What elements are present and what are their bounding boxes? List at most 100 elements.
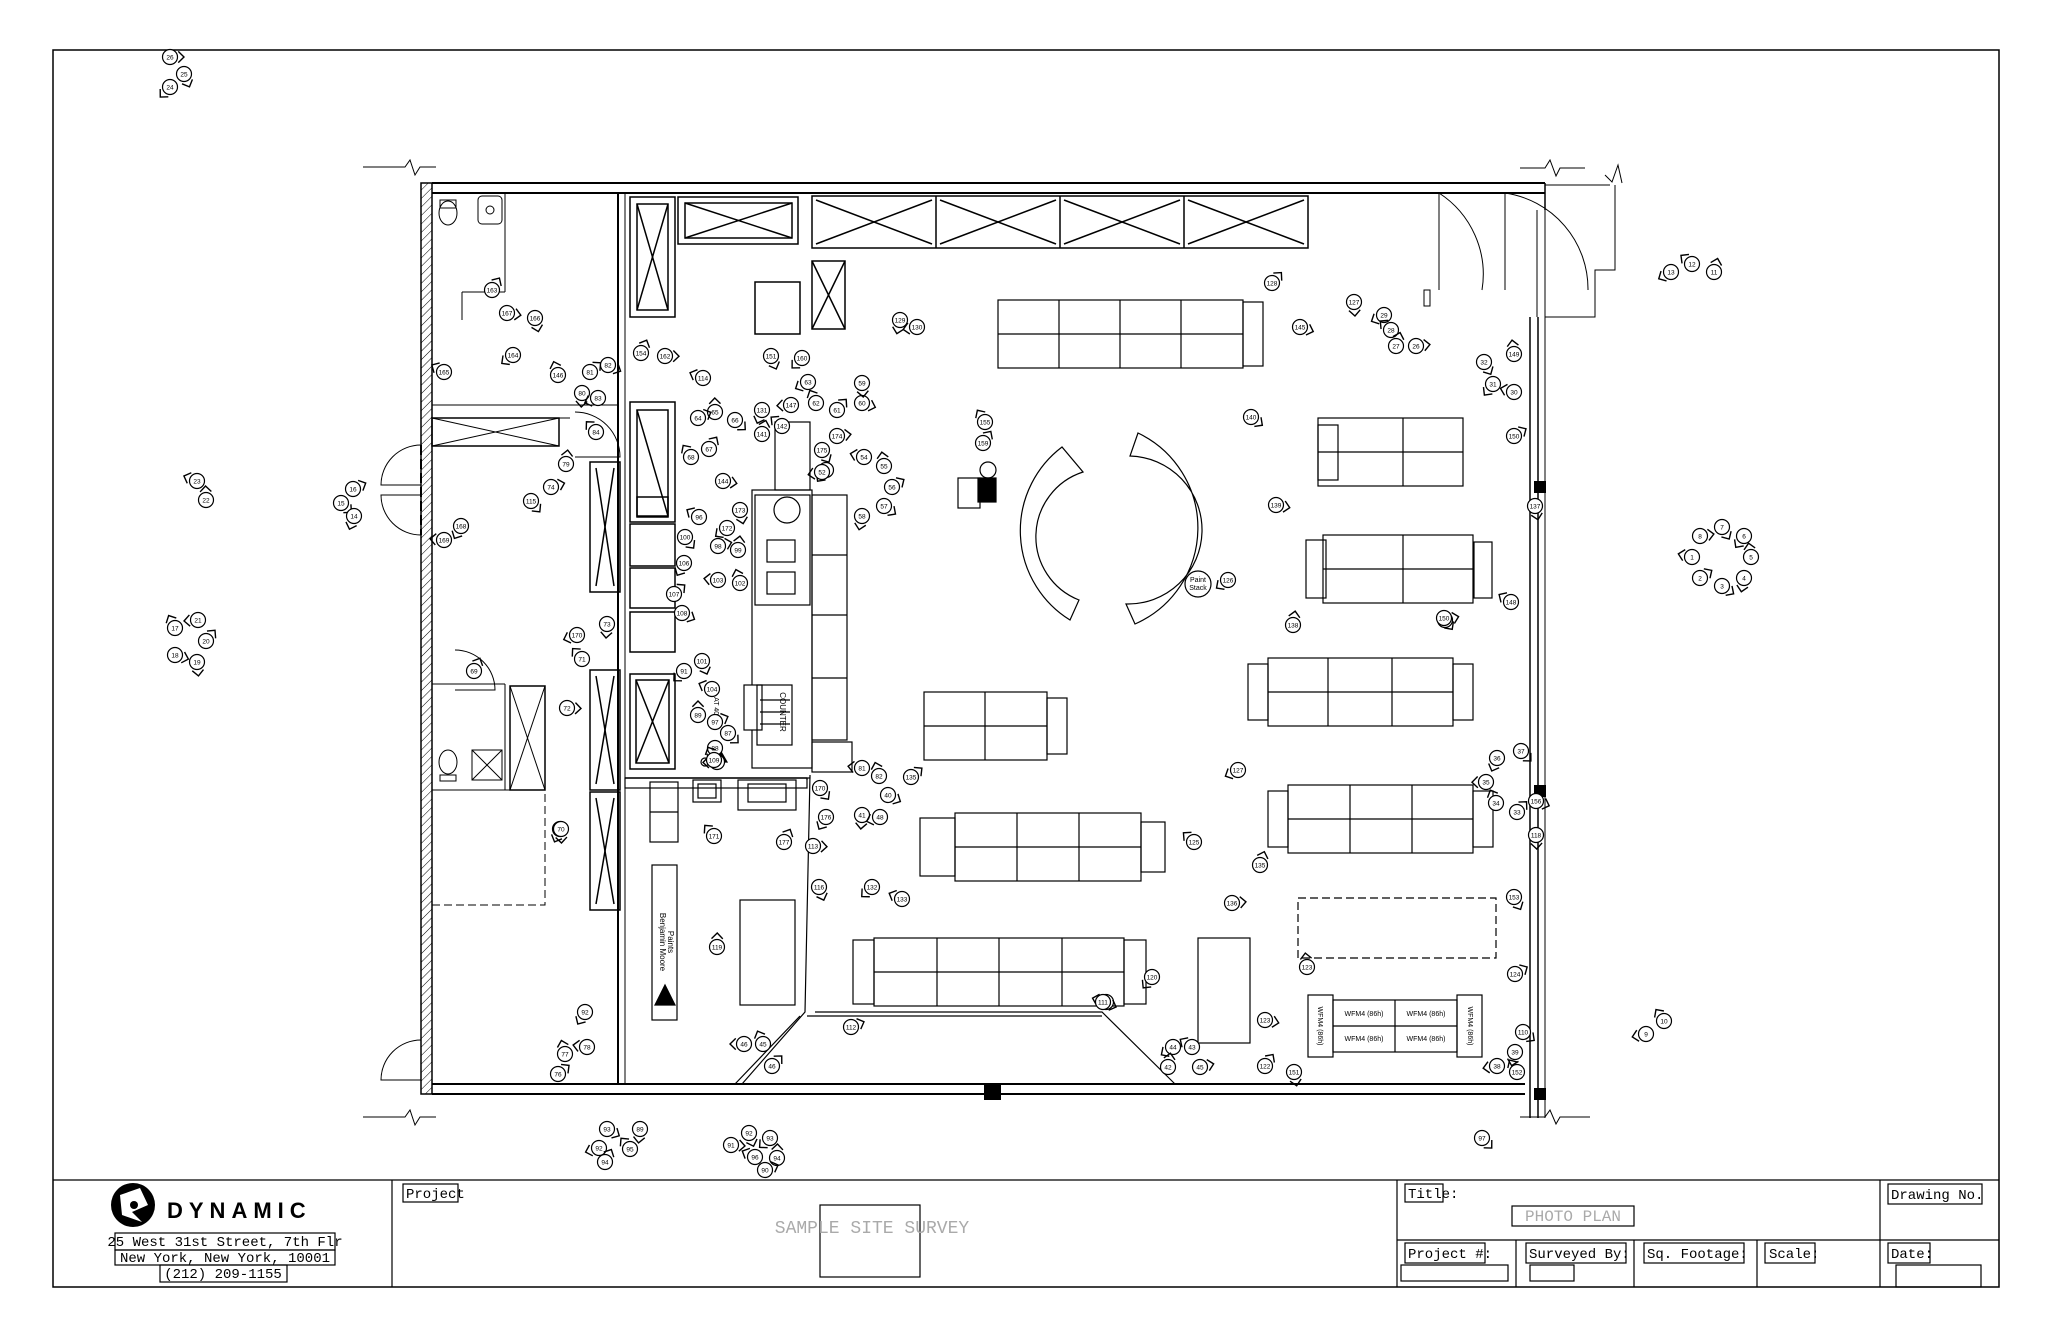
marker-number: 165 bbox=[439, 369, 450, 376]
marker-number: 102 bbox=[735, 580, 746, 587]
marker-circle bbox=[175, 65, 193, 83]
marker-circle bbox=[908, 318, 926, 336]
photo-marker: 19 bbox=[188, 653, 206, 677]
marker-number: 177 bbox=[779, 839, 790, 846]
marker-circle bbox=[1267, 496, 1285, 514]
marker-circle bbox=[706, 713, 724, 731]
marker-circle bbox=[870, 767, 888, 785]
marker-direction-icon bbox=[429, 533, 437, 546]
marker-number: 18 bbox=[171, 652, 179, 659]
photo-marker: 135 bbox=[902, 766, 923, 786]
photo-marker: 68 bbox=[681, 444, 700, 466]
marker-circle bbox=[762, 347, 780, 365]
marker-direction-icon bbox=[794, 380, 804, 392]
marker-number: 89 bbox=[694, 712, 702, 719]
marker-direction-icon bbox=[791, 359, 801, 369]
marker-direction-icon bbox=[177, 50, 185, 64]
photo-marker: 24 bbox=[159, 78, 179, 98]
photo-marker: 112 bbox=[842, 1018, 865, 1036]
marker-circle bbox=[345, 507, 363, 525]
marker-direction-icon bbox=[1423, 338, 1431, 352]
photo-marker: 101 bbox=[693, 652, 711, 676]
photo-marker: 7 bbox=[1713, 518, 1732, 540]
marker-circle bbox=[746, 1148, 764, 1166]
marker-circle bbox=[828, 427, 846, 445]
marker-number: 2 bbox=[1698, 575, 1702, 582]
marker-direction-icon bbox=[689, 369, 698, 381]
marker-circle bbox=[731, 501, 749, 519]
marker-number: 33 bbox=[1513, 809, 1521, 816]
marker-direction-icon bbox=[1348, 309, 1361, 317]
marker-circle bbox=[1527, 826, 1545, 844]
marker-number: 162 bbox=[660, 353, 671, 360]
title-block bbox=[53, 1179, 1999, 1288]
marker-circle bbox=[1285, 1063, 1303, 1081]
marker-direction-icon bbox=[888, 889, 898, 902]
photo-marker: 33 bbox=[1508, 801, 1528, 821]
marker-direction-icon bbox=[1518, 426, 1527, 437]
photo-marker: 95 bbox=[619, 1137, 639, 1158]
marker-direction-icon bbox=[1677, 549, 1686, 562]
marker-circle bbox=[1159, 1058, 1177, 1076]
photo-marker: 30 bbox=[1499, 383, 1523, 401]
marker-direction-icon bbox=[847, 760, 855, 774]
photo-marker: 4 bbox=[1735, 569, 1753, 593]
marker-number: 45 bbox=[1196, 1064, 1204, 1071]
photo-marker: 27 bbox=[1387, 331, 1405, 355]
photo-marker: 62 bbox=[806, 389, 825, 412]
photo-marker: 114 bbox=[689, 369, 712, 387]
marker-circle bbox=[1735, 569, 1753, 587]
photo-marker: 81 bbox=[847, 759, 871, 777]
marker-number: 92 bbox=[595, 1145, 603, 1152]
marker-direction-icon bbox=[753, 415, 765, 425]
marker-circle bbox=[435, 531, 453, 549]
marker-circle bbox=[974, 434, 992, 452]
marker-direction-icon bbox=[1179, 1037, 1189, 1048]
photo-marker: 102 bbox=[731, 568, 749, 592]
marker-circle bbox=[1705, 263, 1723, 281]
marker-circle bbox=[1477, 773, 1495, 791]
marker-circle bbox=[879, 786, 897, 804]
marker-number: 78 bbox=[583, 1044, 591, 1051]
marker-number: 126 bbox=[1223, 577, 1234, 584]
wall-shelving bbox=[589, 195, 1309, 911]
marker-circle bbox=[1508, 803, 1526, 821]
marker-number: 153 bbox=[1509, 894, 1520, 901]
marker-circle bbox=[735, 1035, 753, 1053]
marker-direction-icon bbox=[1379, 319, 1389, 330]
marker-direction-icon bbox=[674, 567, 686, 577]
photo-marker: 118 bbox=[1527, 826, 1545, 850]
company-phone: (212) 209-1155 bbox=[164, 1267, 282, 1283]
marker-direction-icon bbox=[691, 700, 705, 708]
marker-number: 135 bbox=[906, 774, 917, 781]
marker-direction-icon bbox=[720, 712, 729, 725]
marker-direction-icon bbox=[1482, 366, 1494, 376]
marker-circle bbox=[714, 472, 732, 490]
marker-circle bbox=[1185, 833, 1203, 851]
marker-direction-icon bbox=[1288, 610, 1301, 619]
marker-direction-icon bbox=[816, 892, 828, 902]
photo-marker: 162 bbox=[656, 347, 680, 365]
marker-number: 31 bbox=[1489, 381, 1497, 388]
marker-circle bbox=[197, 632, 215, 650]
marker-circle bbox=[632, 344, 650, 362]
marker-number: 110 bbox=[1518, 1029, 1529, 1036]
photo-marker: 11 bbox=[1705, 257, 1723, 281]
marker-number: 29 bbox=[1380, 312, 1388, 319]
marker-circle bbox=[853, 507, 871, 525]
photo-marker: 175 bbox=[813, 441, 832, 463]
photo-marker: 174 bbox=[828, 427, 852, 445]
marker-circle bbox=[576, 1003, 594, 1021]
marker-direction-icon bbox=[854, 522, 867, 531]
marker-direction-icon bbox=[1163, 1052, 1176, 1061]
marker-circle bbox=[573, 650, 591, 668]
marker-number: 166 bbox=[530, 315, 541, 322]
marker-number: 123 bbox=[1260, 1017, 1271, 1024]
marker-direction-icon bbox=[820, 840, 828, 853]
interior-walls bbox=[431, 192, 1589, 1084]
marker-circle bbox=[1683, 255, 1701, 273]
company-address-line2: New York, New York, 10001 bbox=[120, 1251, 330, 1267]
marker-circle bbox=[726, 411, 744, 429]
marker-number: 150 bbox=[1509, 433, 1520, 440]
photo-marker: 172 bbox=[714, 519, 736, 539]
